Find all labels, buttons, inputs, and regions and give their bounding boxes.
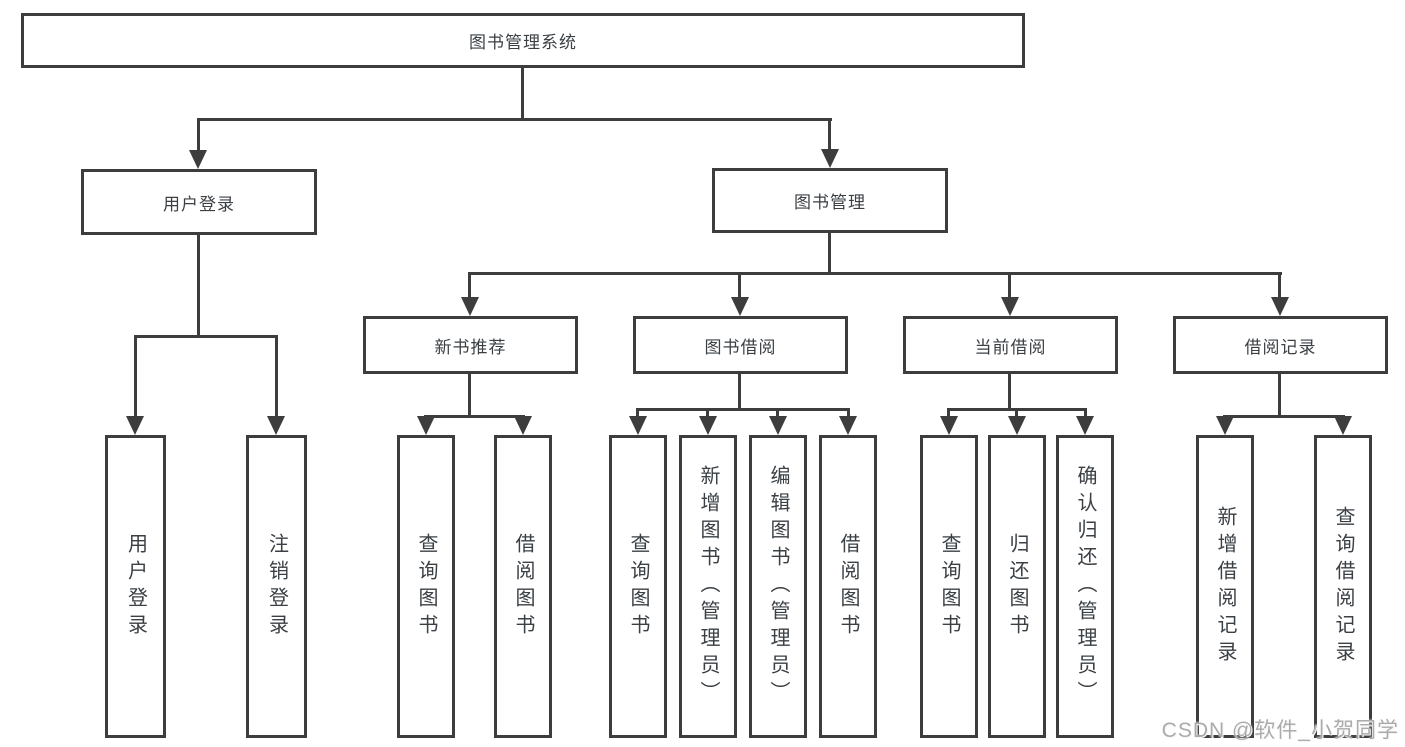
arrow-down-icon: [940, 416, 958, 435]
connector-drop: [1278, 272, 1281, 300]
connector-drop: [776, 408, 779, 420]
connector-records-stem: [1278, 374, 1281, 418]
arrow-down-icon: [1008, 416, 1026, 435]
leaf-logout: 注销登录: [246, 435, 307, 738]
arrow-down-icon: [731, 297, 749, 316]
leaf-borrow-books-2: 借阅图书: [819, 435, 877, 738]
connector-borrow-bar: [636, 408, 850, 411]
connector-records-bar: [1223, 415, 1345, 418]
connector-drop: [1084, 408, 1087, 420]
connector-root-bar: [197, 118, 832, 121]
connector-bookmgmt-stem: [828, 233, 831, 275]
arrow-down-icon: [1216, 416, 1234, 435]
connector-login-stem: [197, 233, 200, 338]
leaf-return-books: 归还图书: [988, 435, 1046, 738]
connector-drop: [636, 408, 639, 420]
node-borrow-records: 借阅记录: [1173, 316, 1388, 374]
arrow-down-icon: [699, 416, 717, 435]
node-current-borrow: 当前借阅: [903, 316, 1118, 374]
arrow-down-icon: [461, 297, 479, 316]
leaf-query-books: 查询图书: [397, 435, 455, 738]
connector-drop: [847, 408, 850, 420]
connector-root-stem: [521, 68, 524, 121]
connector-to-book-management: [828, 118, 831, 153]
arrow-down-icon: [514, 416, 532, 435]
node-book-borrow: 图书借阅: [633, 316, 848, 374]
arrow-down-icon: [1334, 416, 1352, 435]
leaf-user-login: 用户登录: [105, 435, 166, 738]
connector-login-bar: [134, 335, 278, 338]
leaf-query-books-2: 查询图书: [609, 435, 667, 738]
node-book-management: 图书管理: [712, 168, 948, 233]
leaf-query-borrow-record: 查询借阅记录: [1314, 435, 1372, 738]
arrow-down-icon: [839, 416, 857, 435]
arrow-down-icon: [769, 416, 787, 435]
csdn-watermark: CSDN @软件_小贺同学: [1161, 719, 1399, 742]
connector-drop: [1015, 408, 1018, 420]
connector-drop: [738, 272, 741, 300]
connector-drop: [706, 408, 709, 420]
arrow-down-icon: [189, 150, 207, 169]
leaf-add-borrow-record: 新增借阅记录: [1196, 435, 1254, 738]
connector-newbook-stem: [468, 374, 471, 418]
leaf-edit-books-admin: 编辑图书（管理员）: [749, 435, 807, 738]
arrow-down-icon: [821, 149, 839, 168]
leaf-add-books-admin: 新增图书（管理员）: [679, 435, 737, 738]
connector-newbook-bar: [424, 415, 525, 418]
connector-to-user-login: [197, 118, 200, 153]
node-library-system: 图书管理系统: [21, 13, 1025, 68]
node-user-login: 用户登录: [81, 169, 317, 235]
arrow-down-icon: [1001, 297, 1019, 316]
connector-drop: [1008, 272, 1011, 300]
connector-borrow-stem: [738, 374, 741, 411]
connector-bookmgmt-bar: [468, 272, 1282, 275]
connector-drop: [947, 408, 950, 420]
arrow-down-icon: [1271, 297, 1289, 316]
connector-current-stem: [1008, 374, 1011, 411]
arrow-down-icon: [1076, 416, 1094, 435]
leaf-borrow-books: 借阅图书: [494, 435, 552, 738]
node-new-book-recommend: 新书推荐: [363, 316, 578, 374]
leaf-query-books-3: 查询图书: [920, 435, 978, 738]
connector-drop: [468, 272, 471, 300]
connector-drop: [134, 335, 137, 419]
connector-drop: [275, 335, 278, 419]
arrow-down-icon: [126, 416, 144, 435]
arrow-down-icon: [629, 416, 647, 435]
leaf-confirm-return-admin: 确认归还（管理员）: [1056, 435, 1114, 738]
arrow-down-icon: [267, 416, 285, 435]
arrow-down-icon: [417, 416, 435, 435]
